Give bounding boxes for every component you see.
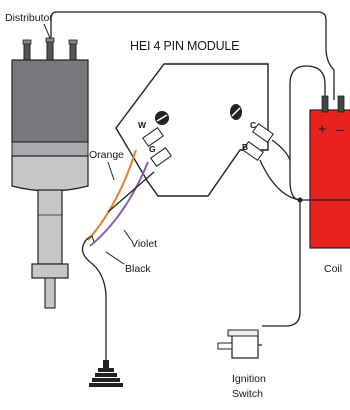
distributor-shaft: [44, 277, 56, 309]
orange-wire-label: Orange: [89, 149, 124, 161]
hei-module: W G B C: [115, 62, 274, 197]
distributor-cap: [11, 59, 89, 143]
module-face: [115, 63, 269, 197]
violet-wire: [89, 161, 149, 247]
distributor-post-2: [46, 39, 54, 61]
violet-wire-label: Violet: [131, 238, 157, 250]
coil-plus-sign: +: [318, 122, 327, 138]
terminal-c-label: C: [250, 120, 256, 130]
module-title: HEI 4 PIN MODULE: [130, 39, 239, 53]
module-screw-left: [155, 111, 169, 125]
coil-terminal-positive: [321, 95, 329, 113]
module-b-wire: [259, 159, 301, 201]
terminal-g-label: G: [149, 144, 156, 154]
black-wire-label: Black: [125, 263, 151, 275]
ignition-switch-wire: [262, 200, 301, 327]
module-screw-right: [230, 104, 242, 120]
orange-wire: [87, 149, 137, 241]
coil-terminal-negative: [337, 95, 345, 113]
distributor: [11, 37, 89, 309]
coil-positive-wire: [289, 65, 350, 201]
distributor-shaft-housing: [37, 189, 63, 265]
ignition-key: [217, 342, 233, 350]
ignition-switch: [217, 329, 262, 359]
ignition-label-line1: Ignition: [232, 373, 266, 385]
coil-minus-sign: –: [335, 122, 344, 138]
distributor-to-coil-wire: [50, 11, 335, 100]
ignition-label-line2: Switch: [232, 388, 263, 400]
ignition-coil: + –: [309, 95, 350, 249]
coil-label: Coil: [324, 263, 342, 275]
distributor-body: [11, 155, 89, 192]
terminal-b-label: B: [242, 142, 248, 152]
ground-symbol: [89, 360, 123, 387]
distributor-post-3: [69, 41, 77, 61]
distributor-post-1: [23, 41, 31, 61]
module-c-wire: [271, 139, 291, 161]
coil-body: [309, 109, 350, 249]
terminal-w-label: W: [138, 120, 147, 130]
black-ground-wire: [81, 237, 107, 360]
distributor-label: Distributor: [5, 12, 53, 24]
